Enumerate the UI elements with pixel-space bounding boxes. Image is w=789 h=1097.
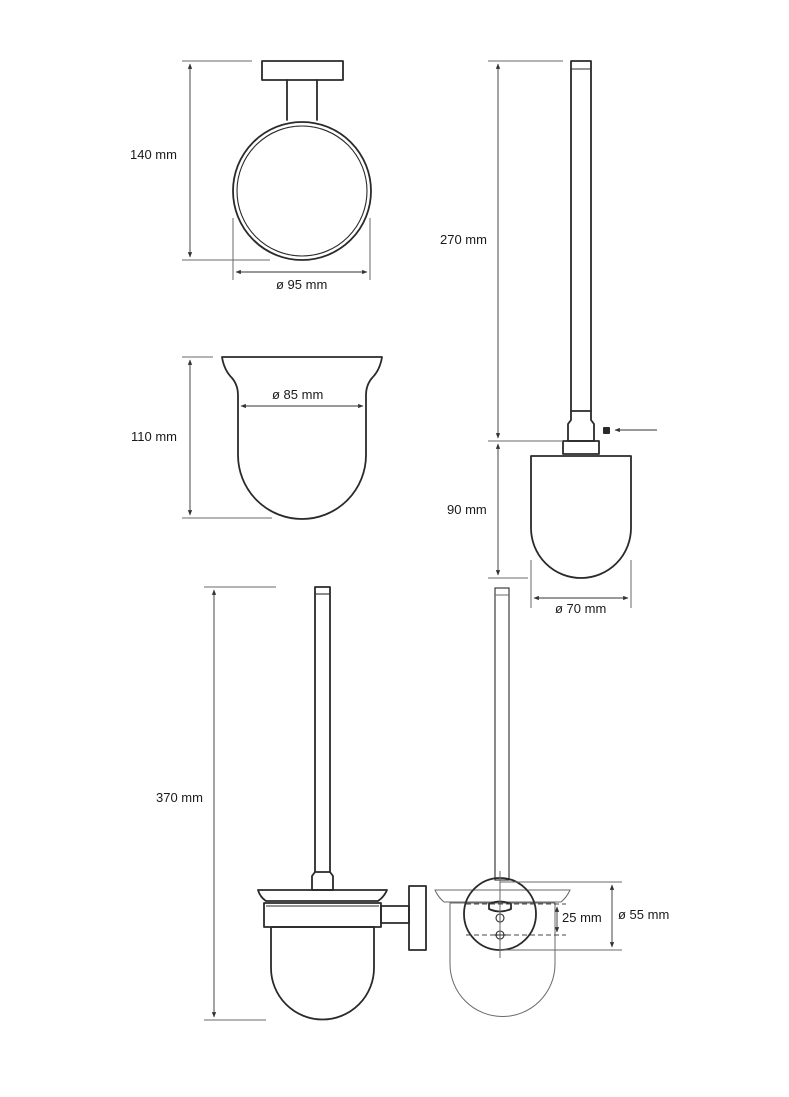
mounting-plate	[261, 60, 344, 81]
mount-spacing-label: 25 mm	[562, 910, 602, 925]
total-height-label: 370 mm	[156, 790, 203, 805]
assembly-wall-plate	[408, 885, 427, 951]
holder-height-label: 140 mm	[130, 147, 177, 162]
cup-rim	[221, 356, 383, 520]
keyhole-slot-icon	[488, 900, 512, 913]
assembly-ring-band	[263, 902, 382, 928]
assembly-dish	[257, 889, 388, 902]
back-handle	[494, 587, 510, 881]
cup-diameter-label: ø 85 mm	[272, 387, 323, 402]
back-cup-outline	[449, 902, 556, 1017]
assembly-handle	[314, 586, 331, 873]
assembly-collar	[311, 871, 334, 891]
rosette-diameter-label: ø 55 mm	[618, 907, 669, 922]
brush-head-diameter-label: ø 70 mm	[555, 601, 606, 616]
brush-view: 270 mm 90 mm ø 70 mm	[440, 60, 657, 616]
assembly-arm	[380, 905, 410, 924]
assembly-back-view: 25 mm ø 55 mm	[434, 587, 669, 1017]
assembly-cup-body	[270, 926, 375, 1021]
brush-collar	[567, 410, 595, 442]
assembly-side-view: 370 mm	[156, 586, 427, 1021]
holder-diameter-label: ø 95 mm	[276, 277, 327, 292]
ring-inner	[236, 125, 368, 257]
brush-head	[530, 455, 632, 579]
cup-height-label: 110 mm	[131, 429, 177, 444]
back-dish	[434, 889, 571, 903]
brush-ferrule	[562, 440, 600, 455]
set-screw-icon	[603, 427, 610, 434]
handle-length-label: 270 mm	[440, 232, 487, 247]
holder-ring-view: 140 mm ø 95 mm	[130, 60, 372, 292]
brush-head-height-label: 90 mm	[447, 502, 487, 517]
ring-outer	[232, 121, 372, 261]
brush-handle	[570, 60, 592, 412]
cup-view: 110 mm ø 85 mm	[131, 356, 383, 520]
